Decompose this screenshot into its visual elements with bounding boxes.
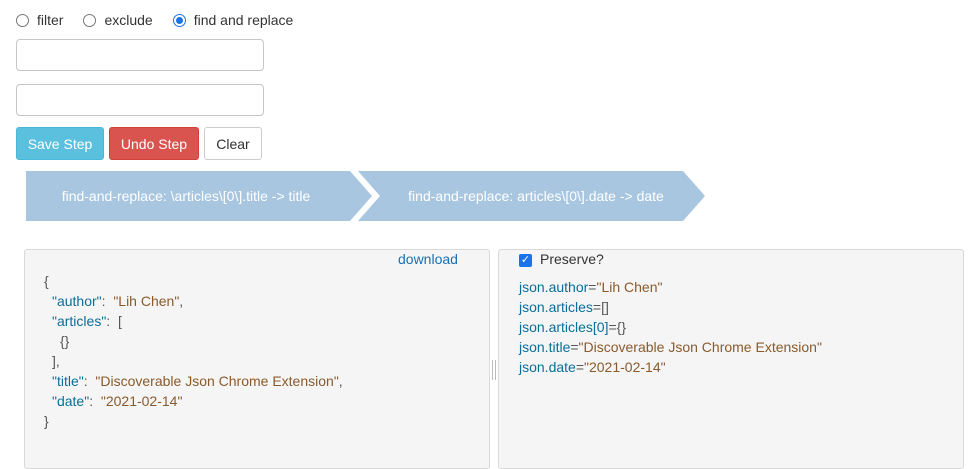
json-author-value: "Lih Chen"	[113, 293, 180, 309]
step-chevrons	[26, 171, 705, 221]
path-value: "Lih Chen"	[596, 279, 663, 295]
path-equals: =	[570, 339, 579, 355]
radio-filter-circle[interactable]	[16, 13, 29, 27]
path-line-article-0: json.articles[0]={}	[519, 317, 626, 337]
path-key: json.author	[519, 279, 589, 295]
undo-step-button[interactable]: Undo Step	[109, 127, 199, 160]
panel-splitter[interactable]	[492, 360, 496, 380]
json-date-value: "2021-02-14"	[100, 393, 183, 409]
path-equals: =	[592, 299, 602, 315]
path-line-title: json.title="Discoverable Json Chrome Ext…	[519, 337, 822, 357]
json-array-close: ],	[52, 353, 60, 369]
path-key: json.title	[519, 339, 571, 355]
path-equals: =	[588, 279, 597, 295]
json-article-item: {}	[60, 333, 70, 349]
path-line-date: json.date="2021-02-14"	[519, 357, 666, 377]
preserve-checkbox[interactable]: ✓	[519, 254, 532, 267]
radio-find-and-replace-circle[interactable]	[172, 13, 186, 27]
find-input[interactable]	[16, 39, 264, 71]
radio-filter[interactable]: filter	[16, 12, 63, 28]
step-chevron-1[interactable]	[26, 171, 372, 221]
path-line-articles: json.articles=[]	[519, 297, 609, 317]
json-open-brace: {	[44, 273, 49, 289]
path-equals: =	[608, 319, 617, 335]
json-author-line: "author": "Lih Chen",	[52, 293, 184, 309]
json-title-key: "title"	[52, 373, 84, 389]
step-chevron-2[interactable]	[358, 171, 705, 221]
step-breadcrumb: find-and-replace: \articles\[0\].title -…	[0, 171, 973, 221]
step-1-label[interactable]: find-and-replace: \articles\[0\].title -…	[61, 188, 311, 204]
path-value: {}	[616, 319, 627, 335]
replace-input[interactable]	[16, 84, 264, 116]
json-close-brace: }	[44, 413, 49, 429]
paths-panel	[498, 249, 964, 469]
radio-exclude-circle[interactable]	[83, 13, 97, 27]
download-link[interactable]: download	[398, 251, 458, 267]
json-array-open: [	[117, 313, 122, 329]
path-value: []	[601, 299, 609, 315]
json-date-line: "date": "2021-02-14"	[52, 393, 183, 409]
radio-filter-label: filter	[37, 12, 64, 28]
radio-exclude[interactable]: exclude	[83, 12, 153, 28]
preserve-label: Preserve?	[540, 251, 604, 267]
json-panel	[24, 249, 490, 469]
path-value: "Discoverable Json Chrome Extension"	[578, 339, 822, 355]
save-step-button[interactable]: Save Step	[16, 127, 104, 160]
json-title-value: "Discoverable Json Chrome Extension"	[95, 373, 339, 389]
path-value: "2021-02-14"	[584, 359, 666, 375]
path-key: json.articles	[519, 299, 593, 315]
path-line-author: json.author="Lih Chen"	[519, 277, 662, 297]
json-articles-line: "articles": [	[52, 313, 122, 329]
json-articles-key: "articles"	[52, 313, 107, 329]
clear-button[interactable]: Clear	[204, 127, 262, 160]
path-equals: =	[575, 359, 585, 375]
json-title-line: "title": "Discoverable Json Chrome Exten…	[52, 373, 343, 389]
step-2-label[interactable]: find-and-replace: articles\[0\].date -> …	[408, 188, 664, 204]
json-author-key: "author"	[52, 293, 102, 309]
json-date-key: "date"	[52, 393, 90, 409]
radio-find-and-replace[interactable]: find and replace	[172, 12, 294, 28]
path-key: json.date	[519, 359, 576, 375]
radio-exclude-label: exclude	[104, 12, 153, 28]
path-key: json.articles[0]	[519, 319, 609, 335]
mode-radio-group: filter exclude find and replace	[16, 10, 313, 30]
radio-find-and-replace-label: find and replace	[193, 12, 294, 28]
